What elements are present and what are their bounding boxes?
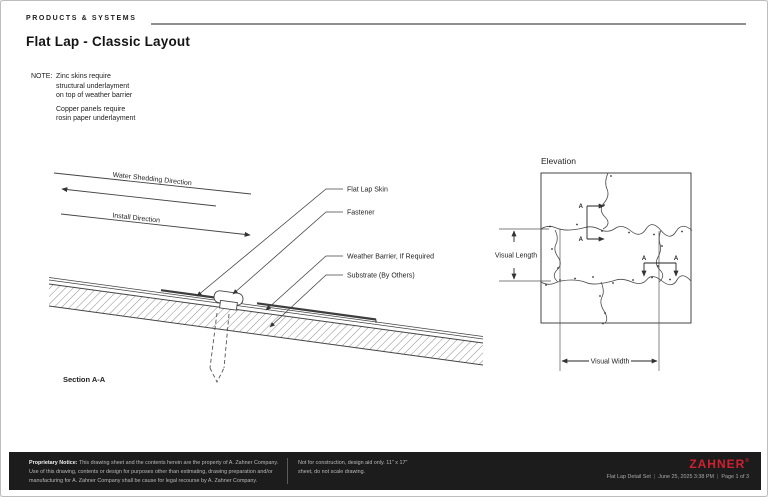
hidden-shank [209,312,230,384]
water-shedding-label: Water Shedding Direction [112,172,192,188]
water-shedding-arrow [61,187,217,207]
footer-divider [287,458,288,484]
usage-note: Not for construction, design aid only. 1… [298,459,418,477]
section-marker-a: A [579,204,584,210]
proprietary-notice: Proprietary Notice: This drawing sheet a… [29,459,279,485]
install-direction-arrow [60,213,251,237]
callout-fastener: Fastener [347,210,375,217]
note-line: Zinc skins require [56,73,111,80]
products-systems-eyebrow: PRODUCTS & SYSTEMS [26,15,137,22]
substrate-hatch-band [48,283,484,366]
doc-page: Page 1 of 3 [721,474,749,480]
section-drawing: Water Shedding Direction Install Directi… [48,172,484,384]
proprietary-line: manufacturing for A. Zahner Company shal… [29,477,258,484]
fastener [209,290,244,384]
note-label: NOTE: [31,73,53,80]
callout-leaders [196,188,343,328]
meta-separator: | [653,474,656,480]
doc-datetime: June 25, 2025 3:38 PM [658,474,715,480]
footer-right: ZAHNER® Flat Lap Detail Set|June 25, 202… [607,457,750,480]
proprietary-label: Proprietary Notice: [29,460,78,466]
section-cut-marker-bottom [641,262,679,277]
dimension-extension-lines [499,228,660,371]
elevation-title: Elevation [541,156,576,166]
section-cut-marker-left [586,203,605,242]
usage-line: Not for construction, design aid only. 1… [298,460,408,466]
direction-arrows [53,172,252,237]
doc-meta: Flat Lap Detail Set|June 25, 2025 3:38 P… [607,474,750,480]
page-title: Flat Lap - Classic Layout [26,34,191,49]
section-marker-a: A [579,237,584,243]
callout-substrate: Substrate (By Others) [347,273,415,280]
callout-flat-lap-skin: Flat Lap Skin [347,187,388,194]
meta-separator: | [717,474,719,480]
panel-seams [540,172,693,324]
doc-title: Flat Lap Detail Set [606,474,651,480]
section-caption: Section A-A [63,375,106,384]
proprietary-text: This drawing sheet and the contents here… [78,460,279,466]
note-line: Copper panels require [56,105,126,113]
note-line: on top of weather barrier [56,92,133,99]
callout-weather-barrier: Weather Barrier, If Required [347,254,434,261]
section-marker-a: A [642,256,647,262]
zahner-logo: ZAHNER® [607,457,749,471]
registered-mark: ® [745,458,749,464]
fastener-dots [545,175,683,325]
brand-text: ZAHNER [689,457,746,471]
panel-field-outline [540,172,692,324]
note-line: structural underlayment [56,82,130,90]
water-shedding-line [53,172,252,195]
footer-bar: Proprietary Notice: This drawing sheet a… [9,452,761,490]
usage-line: sheet, do not scale drawing. [298,468,366,475]
section-marker-a: A [674,256,679,262]
header-rule [151,23,746,25]
visual-width-label: Visual Width [591,359,630,366]
proprietary-line: Proprietary Notice: This drawing sheet a… [29,459,279,468]
note-line: rosin paper underlayment [56,115,136,122]
note-text: Zinc skins require structural underlayme… [56,72,135,124]
elevation-drawing: Elevation [495,156,693,371]
visual-length-label: Visual Length [495,253,537,260]
proprietary-line: Use of this drawing, contents or design … [29,468,273,475]
